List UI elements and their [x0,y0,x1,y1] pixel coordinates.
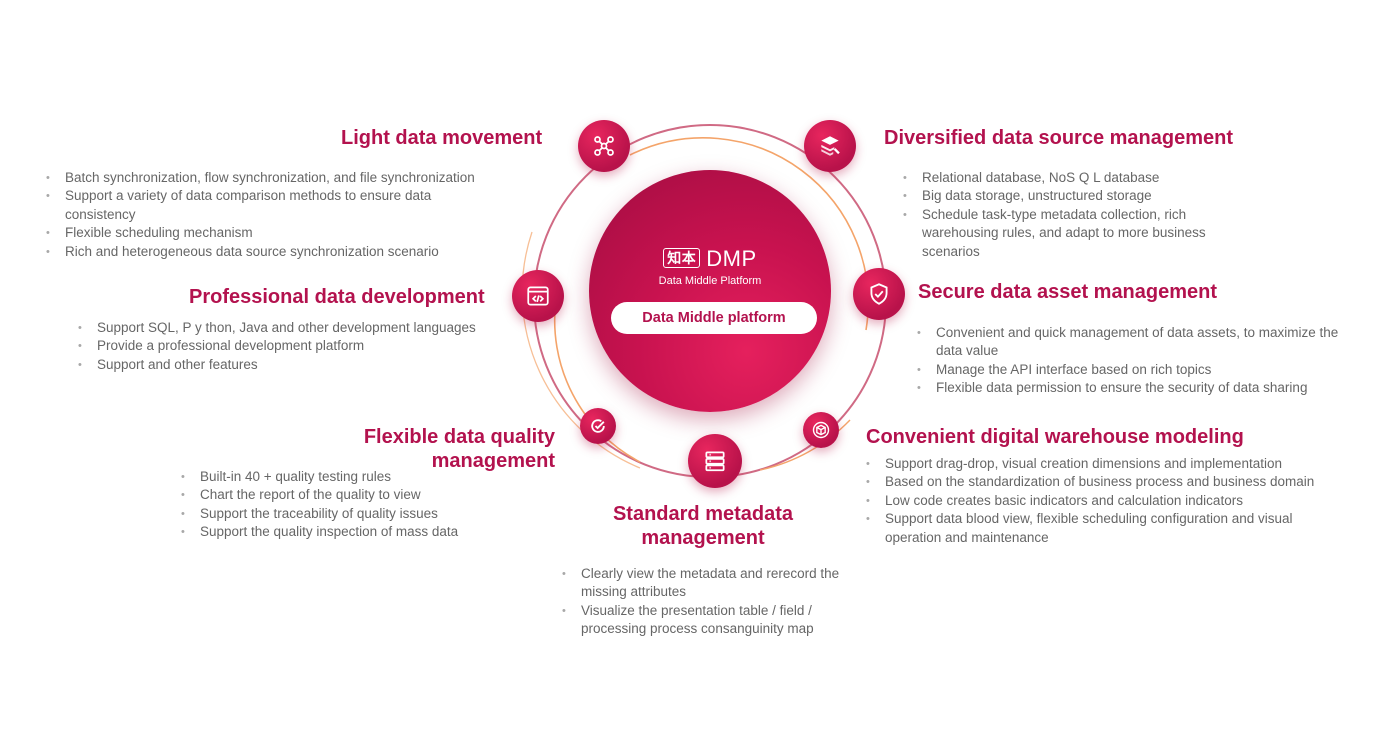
server-stack-icon [688,434,742,488]
list-item: Support the quality inspection of mass d… [181,523,511,542]
logo-subtitle: Data Middle Platform [658,275,762,287]
metadata-title-line1: Standard metadata [612,503,794,525]
shield-check-icon [853,268,905,320]
list-item: Schedule task-type metadata collection, … [903,206,1223,261]
metadata-management-list: Clearly view the metadata and rerecord t… [562,565,862,639]
warehouse-modeling-title: Convenient digital warehouse modeling [866,426,1244,448]
list-item: Flexible scheduling mechanism [46,224,476,243]
orange-arc-left-outer [521,231,641,469]
list-item: Manage the API interface based on rich t… [917,361,1357,380]
list-item: Provide a professional development platf… [78,337,498,356]
logo-text: DMP [706,246,757,271]
warehouse-modeling-list: Support drag-drop, visual creation dimen… [866,455,1346,547]
list-item: Flexible data permission to ensure the s… [917,379,1357,398]
cube-box-icon [803,412,839,448]
metadata-management-title: Standard metadata management [583,502,823,550]
list-item: Support a variety of data comparison met… [46,187,476,224]
list-item: Support data blood view, flexible schedu… [866,510,1346,547]
professional-data-development-list: Support SQL, P y thon, Java and other de… [78,319,498,375]
list-item: Low code creates basic indicators and ca… [866,492,1346,511]
list-item: Support SQL, P y thon, Java and other de… [78,319,498,338]
layers-wrench-icon [804,120,856,172]
professional-data-development-title: Professional data development [189,286,485,308]
light-data-movement-list: Batch synchronization, flow synchronizat… [46,169,476,261]
secure-data-asset-list: Convenient and quick management of data … [917,324,1357,398]
network-nodes-icon [578,120,630,172]
light-data-movement-title: Light data movement [341,127,543,149]
list-item: Based on the standardization of business… [866,473,1346,492]
list-item: Convenient and quick management of data … [917,324,1357,361]
data-quality-list: Built-in 40 + quality testing rules Char… [181,468,511,542]
center-pill-label: Data Middle platform [611,302,817,334]
orange-arc-bottom [759,419,851,471]
list-item: Support and other features [78,356,498,375]
ring-check-icon [580,408,616,444]
list-item: Chart the report of the quality to view [181,486,511,505]
data-quality-title-line1: Flexible data quality [363,426,555,448]
list-item: Relational database, NoS Q L database [903,169,1223,188]
diversified-data-source-list: Relational database, NoS Q L database Bi… [903,169,1223,261]
list-item: Support the traceability of quality issu… [181,505,511,524]
diversified-data-source-title: Diversified data source management [884,127,1234,149]
data-quality-title-line2: management [431,450,555,472]
metadata-title-line2: management [641,527,765,549]
list-item: Built-in 40 + quality testing rules [181,468,511,487]
list-item: Support drag-drop, visual creation dimen… [866,455,1346,474]
list-item: Batch synchronization, flow synchronizat… [46,169,476,188]
data-quality-title: Flexible data quality management [300,425,555,473]
code-window-icon [512,270,564,322]
list-item: Big data storage, unstructured storage [903,187,1223,206]
orange-arc-left [553,299,641,463]
list-item: Visualize the presentation table / field… [562,602,862,639]
list-item: Clearly view the metadata and rerecord t… [562,565,862,602]
list-item: Rich and heterogeneous data source synch… [46,243,476,262]
logo-mark: 知本 [663,248,701,268]
secure-data-asset-title: Secure data asset management [918,281,1218,303]
